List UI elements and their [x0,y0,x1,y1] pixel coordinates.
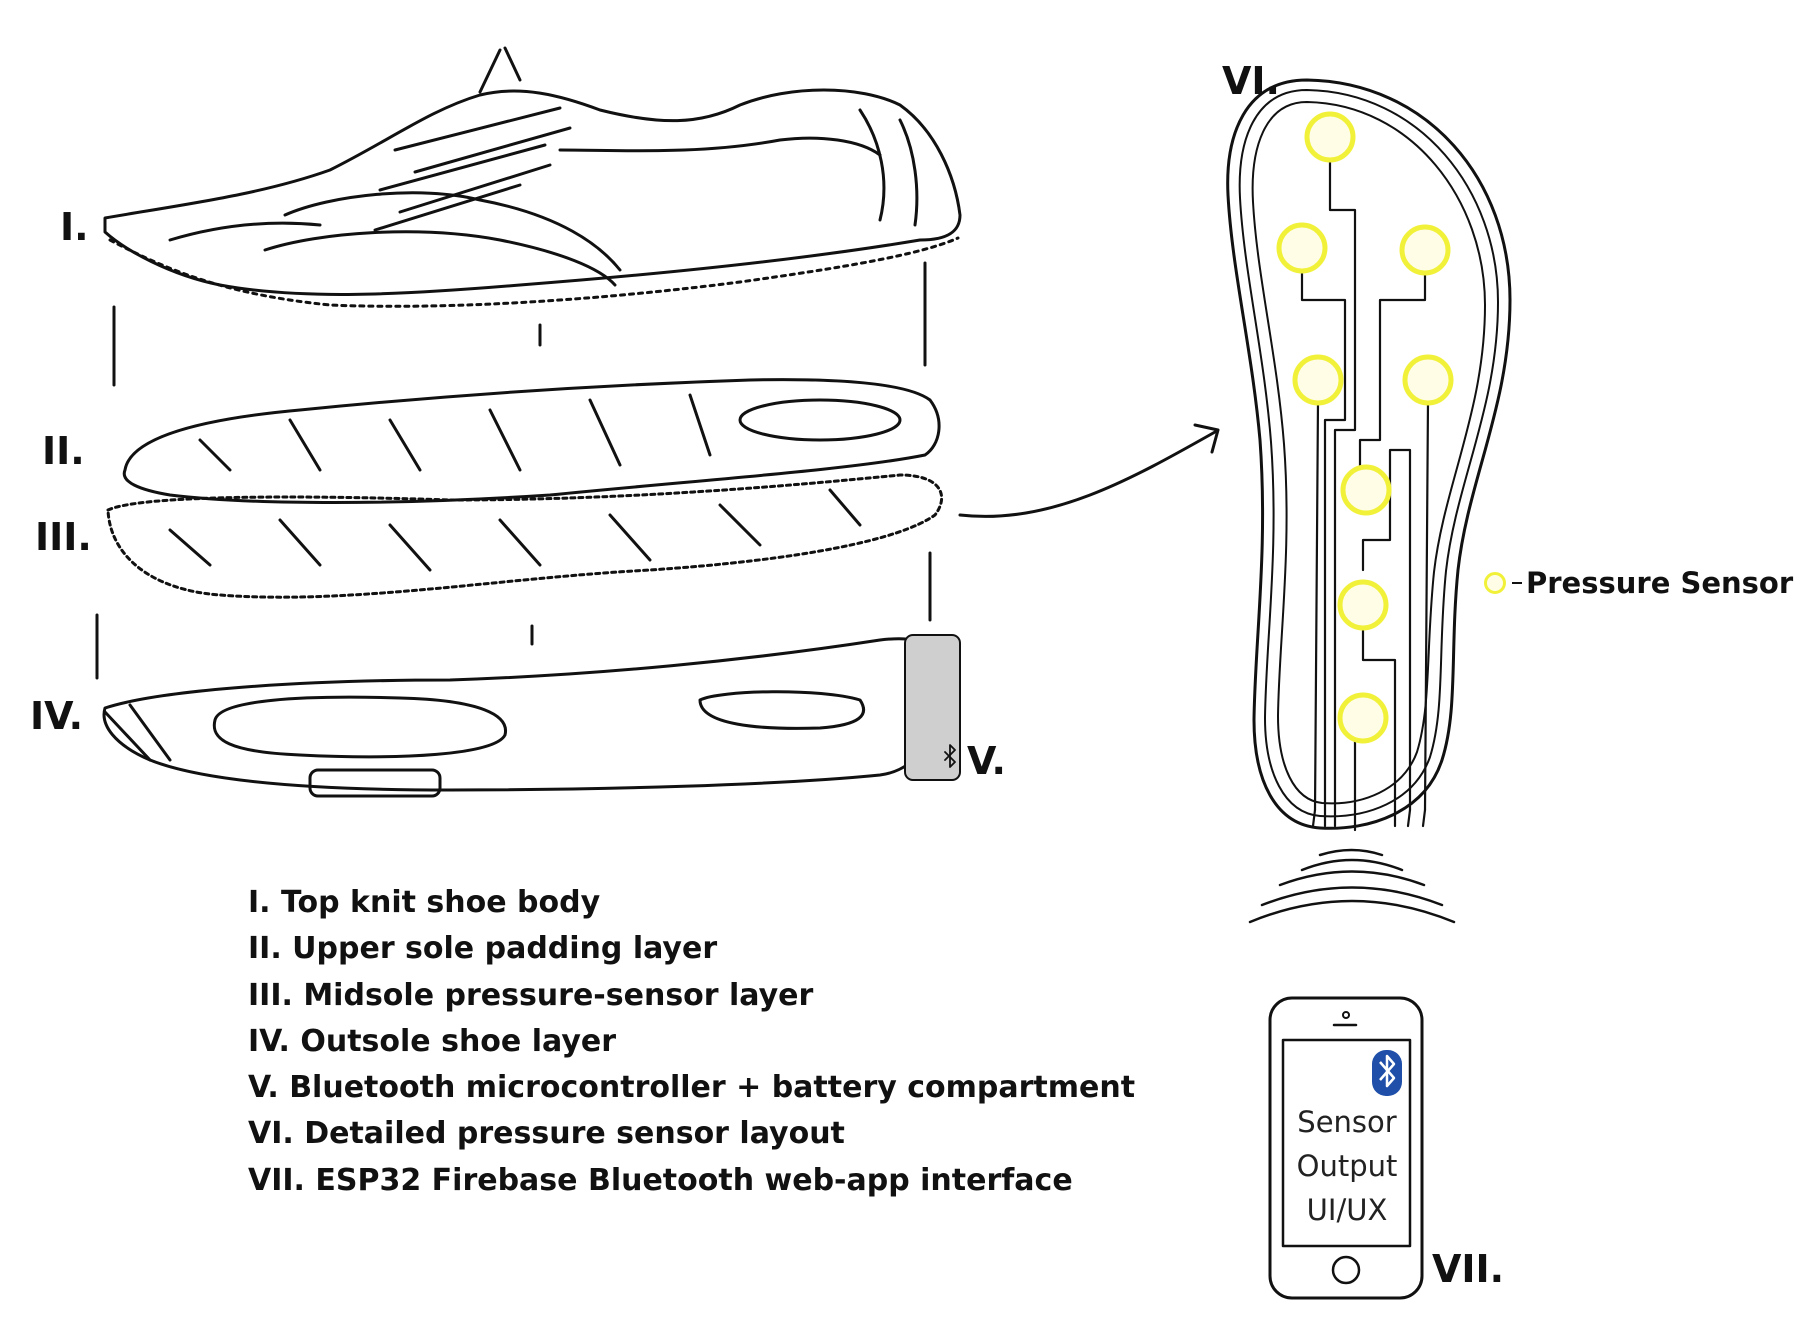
pressure-sensor-key: Pressure Sensor [1484,566,1793,600]
bluetooth-badge [1372,1050,1402,1096]
phone-text-line3: UI/UX [1306,1193,1388,1227]
smartphone-icon [1268,996,1424,1300]
pressure-sensor [1337,579,1389,631]
pressure-sensor [1292,354,1344,406]
label-III: III. [35,515,92,559]
label-V: V. [967,739,1006,783]
pressure-sensor-key-icon [1484,572,1506,594]
wireless-signal-icon [1248,848,1456,924]
legend-item: I. Top knit shoe body [248,885,601,920]
arrow-head [1193,423,1220,454]
legend-item: III. Midsole pressure-sensor layer [248,977,814,1013]
shoe-upper-drawing [103,46,962,308]
legend-item: VII. ESP32 Firebase Bluetooth web-app in… [248,1162,1073,1198]
curved-arrow-icon [958,430,1217,518]
label-VII: VII. [1432,1247,1505,1291]
phone-text-line1: Sensor [1297,1105,1397,1139]
pressure-sensor [1276,222,1328,274]
midsole-drawing [106,473,944,599]
pressure-sensor [1304,111,1356,163]
outsole-drawing [102,637,947,798]
bluetooth-icon [1379,1054,1396,1088]
label-VI: VI. [1222,59,1280,103]
label-I: I. [60,205,89,249]
pressure-sensor [1402,354,1454,406]
bluetooth-icon [944,744,956,768]
sensor-wiring [1300,158,1430,832]
pressure-sensor [1340,464,1392,516]
pressure-sensor-key-label: Pressure Sensor [1526,566,1794,600]
phone-text-line2: Output [1296,1149,1398,1183]
upper-sole-drawing [122,378,941,504]
legend-item: VI. Detailed pressure sensor layout [248,1116,845,1152]
legend-list: I. Top knit shoe body II. Upper sole pad… [248,880,1135,1204]
pressure-sensors [1276,111,1454,744]
label-II: II. [42,429,85,473]
pressure-sensor [1399,224,1451,276]
key-dash [1512,582,1522,584]
label-IV: IV. [30,694,84,738]
pressure-sensor [1337,692,1389,744]
legend-item: II. Upper sole padding layer [248,931,718,967]
legend-item: V. Bluetooth microcontroller + battery c… [248,1070,1136,1106]
legend-item: IV. Outsole shoe layer [248,1023,617,1059]
battery-compartment [904,634,961,781]
